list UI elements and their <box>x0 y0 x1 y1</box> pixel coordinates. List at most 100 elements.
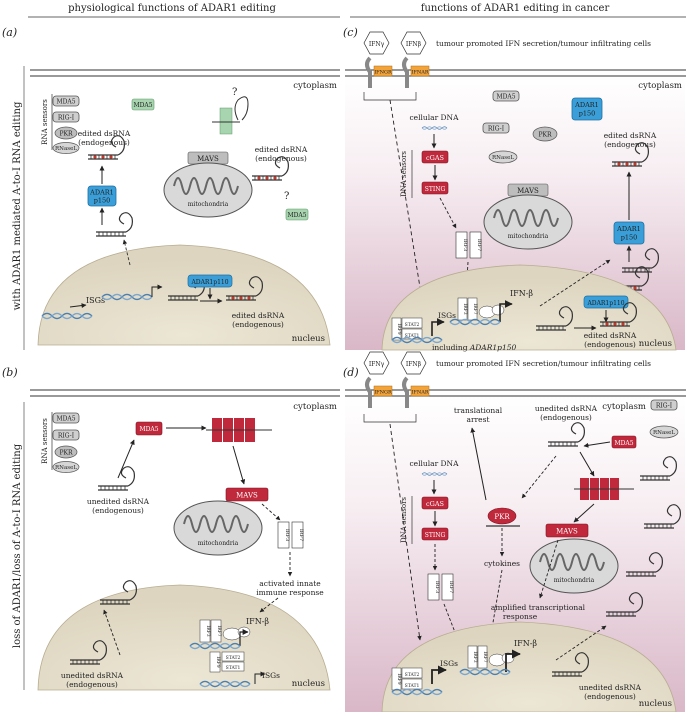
cytoplasm-label-c: cytoplasm <box>638 81 682 91</box>
stat2-c: STAT2 <box>405 322 420 328</box>
irf7-b-nuc: IRF7 <box>216 625 222 636</box>
irf9-d: IRF9 <box>396 673 402 684</box>
isgs-label-c: ISGs <box>438 311 456 320</box>
endogenous-nucleus-d: (endogenous) <box>584 692 636 701</box>
sensor-mda5-c: MDA5 <box>496 94 515 101</box>
irf3-c: IRF3 <box>462 239 468 251</box>
endogenous-nucleus-a: (endogenous) <box>232 320 284 329</box>
sting-label-c: STING <box>425 186 446 193</box>
nucleus-b <box>37 584 331 691</box>
panel-a: cytoplasm nucleus RNA sensors MDA5 RIG-I… <box>30 69 340 346</box>
tumour-note-c: tumour promoted IFN secretion/tumour inf… <box>436 39 651 48</box>
mda5-red-d: MDA5 <box>614 440 633 447</box>
translational-label-d: translational <box>454 406 503 415</box>
mda5-green-a2: MDA5 <box>287 212 306 219</box>
cytokines-label-d: cytokines <box>484 559 520 568</box>
ifnar-label-d: IFNAR <box>411 390 428 396</box>
panel-letter-d: (d) <box>343 366 359 379</box>
sensor-pkr-c: PKR <box>538 132 552 139</box>
isgs-label-d: ISGs <box>440 659 458 668</box>
adar1p110-label-a: ADAR1p110 <box>190 279 228 286</box>
adar1-label-c2: ADAR1 <box>616 225 641 233</box>
sensor-pkr-b: PKR <box>59 450 73 457</box>
sensor-rigi-b: RIG-I <box>58 433 75 440</box>
adar1p110-label-c: ADAR1p110 <box>586 300 624 307</box>
p150-label-c1: p150 <box>579 110 596 118</box>
cellular-dna-label-d: cellular DNA <box>409 459 459 468</box>
edited-dsrna-label-c: edited dsRNA <box>604 131 657 140</box>
mitochondria-label-b: mitochondria <box>198 540 239 547</box>
dna-sensors-label-c: DNA sensors <box>400 151 408 197</box>
unedited-dsrna-label-d: unedited dsRNA <box>535 404 598 413</box>
header-right: functions of ADAR1 editing in cancer <box>421 3 610 14</box>
nucleus-d <box>381 621 677 712</box>
unedited-dsrna-label-b1: unedited dsRNA <box>87 497 150 506</box>
endogenous-nucleus-c: (endogenous) <box>584 340 636 349</box>
sensor-rnasel-a: RNaseL <box>55 146 77 152</box>
arrest-label-d: arrest <box>467 415 490 424</box>
unedited-dsrna-nucleus-d: unedited dsRNA <box>579 683 642 692</box>
sensor-rigi-a: RIG-I <box>58 115 75 122</box>
panel-b: cytoplasm nucleus RNA sensors MDA5 RIG-I… <box>30 389 340 691</box>
endogenous-label-b2: (endogenous) <box>66 680 118 689</box>
irf3-d: IRF3 <box>434 581 440 593</box>
sensor-rnasel-b: RNaseL <box>55 465 77 471</box>
endogenous-label-b1: (endogenous) <box>92 506 144 515</box>
unedited-dsrna-label-b2: unedited dsRNA <box>61 671 124 680</box>
ifnb-label-d: IFNβ <box>406 361 422 368</box>
cytoplasm-label-d: cytoplasm <box>602 402 646 412</box>
question-mark-a1: ? <box>232 87 237 98</box>
ifn-beta-label-d: IFN-β <box>514 639 537 648</box>
including-gene: ADAR1p150 <box>469 343 517 352</box>
nucleus-c <box>381 264 677 351</box>
panel-c: cytoplasm tumour promoted IFN secretion/… <box>345 31 686 352</box>
mda5-red-b: MDA5 <box>139 426 158 433</box>
sensor-mda5-b: MDA5 <box>56 416 75 423</box>
edited-dsrna-nucleus-c: edited dsRNA <box>584 331 637 340</box>
edited-dsrna-label-a1: edited dsRNA <box>78 129 131 138</box>
p150-label-c2: p150 <box>621 234 638 242</box>
nucleus-label-a: nucleus <box>292 334 325 344</box>
mavs-label-c: MAVS <box>517 187 539 195</box>
rna-sensors-label-b: RNA sensors <box>41 418 49 464</box>
panel-letter-c: (c) <box>343 26 358 39</box>
mavs-label-b: MAVS <box>236 492 258 500</box>
endogenous-label-a2: (endogenous) <box>255 154 307 163</box>
edited-dsrna-label-a2: edited dsRNA <box>255 145 308 154</box>
p150-label-a: p150 <box>94 197 111 205</box>
ifnar-label-c: IFNAR <box>411 70 428 76</box>
mitochondria-label-a: mitochondria <box>188 201 229 208</box>
cgas-label-d: cGAS <box>426 500 444 508</box>
ifn-beta-label-c: IFN-β <box>510 289 533 298</box>
endogenous-label-c: (endogenous) <box>604 140 656 149</box>
cytoplasm-label-a: cytoplasm <box>293 81 337 91</box>
nucleus-label-d: nucleus <box>639 699 672 709</box>
endogenous-label-a1: (endogenous) <box>78 138 130 147</box>
rna-sensors-label-a: RNA sensors <box>41 99 49 145</box>
immune-response-label-b: immune response <box>256 588 324 597</box>
panel-d: cytoplasm tumour promoted IFN secretion/… <box>345 351 686 712</box>
panel-letter-b: (b) <box>2 366 18 379</box>
edited-dsrna-nucleus-a: edited dsRNA <box>232 311 285 320</box>
irf7-d: IRF7 <box>448 581 454 593</box>
stat2-b: STAT2 <box>226 655 241 661</box>
side-label-bottom: loss of ADAR1/loss of A-to-I RNA editing <box>12 443 23 648</box>
header-left: physiological functions of ADAR1 editing <box>68 3 276 14</box>
sensor-rigi-d: RIG-I <box>656 403 673 410</box>
stat1-d: STAT1 <box>405 683 420 689</box>
nucleus-label-c: nucleus <box>639 339 672 349</box>
mitochondria-label-d: mitochondria <box>554 577 595 584</box>
irf3-c-nuc: IRF3 <box>462 303 468 314</box>
sting-label-d: STING <box>425 532 446 539</box>
side-label-top: with ADAR1 mediated A-to-I RNA editing <box>12 101 23 310</box>
panel-letter-a: (a) <box>2 26 17 39</box>
activated-label-b: activated innate <box>259 579 321 588</box>
ifnb-label-c: IFNβ <box>406 41 422 48</box>
cgas-label-c: cGAS <box>426 154 444 162</box>
tumour-note-d: tumour promoted IFN secretion/tumour inf… <box>436 359 651 368</box>
irf3-b: IRF3 <box>284 529 290 541</box>
stat2-d: STAT2 <box>405 672 420 678</box>
stat1-c: STAT1 <box>405 333 420 339</box>
irf3-d-nuc: IRF3 <box>472 651 478 662</box>
